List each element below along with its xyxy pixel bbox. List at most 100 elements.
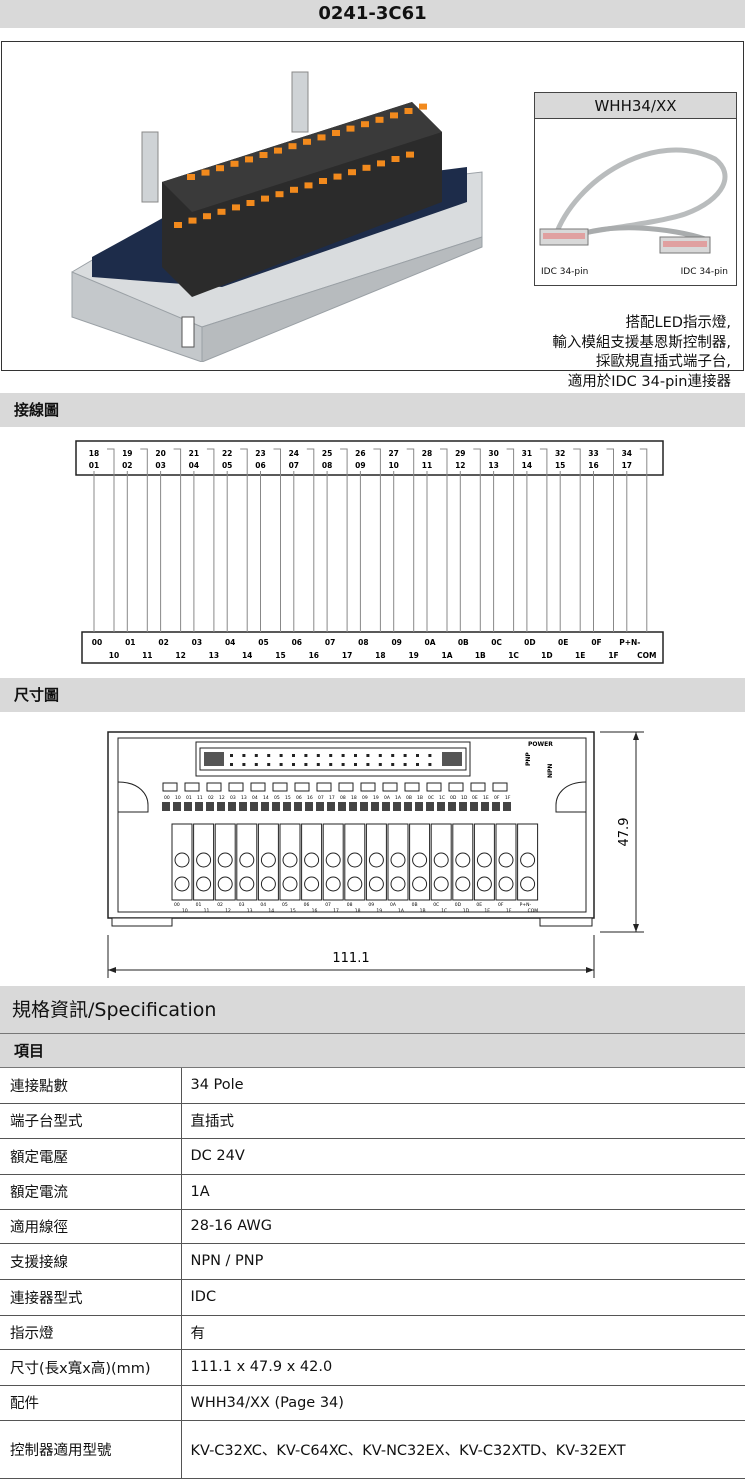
wiring-top-pin-label: 14 <box>522 461 532 470</box>
pin-dot <box>316 763 320 766</box>
spec-value: 34 Pole <box>181 1068 745 1104</box>
terminal-screw-icon <box>455 876 471 892</box>
orange-lever-icon <box>261 195 269 202</box>
led-pair-box <box>470 782 486 792</box>
wire-line <box>206 448 215 477</box>
terminal-screw-icon <box>368 852 384 868</box>
wiring-bottom-pin-label: 02 <box>158 638 168 647</box>
led-label: 12 <box>219 795 225 801</box>
led-pair-box <box>448 782 464 792</box>
pin-dot <box>242 763 246 766</box>
terminal-screw-icon <box>217 876 233 892</box>
terminal-label: 1A <box>398 908 405 914</box>
terminal-label: 01 <box>196 902 202 908</box>
pin-dot <box>230 763 233 766</box>
led-pair-box <box>338 782 354 792</box>
description-line: 適用於IDC 34-pin連接器 <box>567 373 731 390</box>
led-label: 1F <box>505 795 511 801</box>
orange-lever-icon <box>406 151 414 158</box>
led-label: 02 <box>208 795 214 801</box>
wiring-bottom-pin-label: 15 <box>275 651 285 660</box>
terminal-screw-icon <box>174 876 190 892</box>
spec-key: 支援接線 <box>0 1243 182 1280</box>
led-icon <box>492 802 500 811</box>
height-dimension-label: 47.9 <box>617 818 632 847</box>
wiring-bottom-pin-label: 1F <box>608 651 618 660</box>
spec-value: KV-C32XC、KV-C64XC、KV-NC32EX、KV-C32XTD、KV… <box>181 1420 745 1479</box>
wiring-top-pin-label: 25 <box>322 449 332 458</box>
led-label: 06 <box>296 795 302 801</box>
spec-key: 配件 <box>0 1385 182 1421</box>
wiring-bottom-pin-label: 09 <box>391 638 401 647</box>
terminal-label: 03 <box>239 902 245 908</box>
led-icon <box>404 802 412 811</box>
led-label: 04 <box>252 795 258 801</box>
orange-lever-icon <box>230 160 239 167</box>
terminal-screw-icon <box>282 852 298 868</box>
wiring-top-pin-label: 13 <box>488 461 498 470</box>
led-label: 0F <box>494 795 500 801</box>
led-icon <box>250 802 258 811</box>
table-row: 指示燈有 <box>0 1315 745 1350</box>
led-icon <box>217 802 225 811</box>
wire-line <box>306 448 315 477</box>
spec-items-label: 項目 <box>0 1034 745 1068</box>
terminal-screw-icon <box>304 852 320 868</box>
terminal-label: P+N- <box>520 902 532 908</box>
led-label: 00 <box>164 795 170 801</box>
wire-line <box>240 448 248 477</box>
wiring-bottom-pin-label: 1C <box>508 651 519 660</box>
terminal-screw-icon <box>412 876 428 892</box>
orange-lever-icon <box>348 169 356 176</box>
terminal-label: 14 <box>268 908 274 914</box>
orange-lever-icon <box>274 147 282 154</box>
orange-lever-icon <box>203 213 211 220</box>
terminal-label: 17 <box>333 908 339 914</box>
led-icon <box>327 802 335 811</box>
terminal-screw-icon <box>239 852 255 868</box>
orange-lever-icon <box>391 156 400 162</box>
orange-lever-icon <box>259 152 268 158</box>
wiring-top-pin-label: 31 <box>522 449 532 458</box>
wire-line <box>539 448 548 477</box>
orange-lever-icon <box>333 173 342 180</box>
wiring-top-pin-label: 10 <box>388 461 398 470</box>
terminal-screw-icon <box>390 876 406 892</box>
terminal-label: 08 <box>347 902 353 908</box>
table-row: 端子台型式直插式 <box>0 1103 745 1139</box>
wiring-top-pin-label: 03 <box>155 461 165 470</box>
led-icon <box>206 802 214 811</box>
orange-lever-icon <box>216 165 224 172</box>
led-label: 1C <box>439 795 445 801</box>
led-pair-box <box>492 782 508 792</box>
wiring-bottom-pin-label: 06 <box>292 638 302 647</box>
led-pair-box <box>162 782 178 792</box>
led-icon <box>195 802 203 811</box>
led-icon <box>349 802 357 811</box>
pin-dot <box>329 763 333 766</box>
wiring-top-pin-label: 27 <box>388 449 398 458</box>
wiring-top-pin-label: 09 <box>355 461 365 470</box>
terminal-screw-icon <box>455 852 471 868</box>
wiring-top-pin-label: 08 <box>322 461 332 470</box>
terminal-screw-icon <box>325 876 341 892</box>
led-label: 05 <box>274 795 280 801</box>
npn-label: NPN <box>547 764 554 778</box>
terminal-screw-icon <box>476 876 492 892</box>
cable-image <box>539 147 728 254</box>
wiring-bottom-pin-label: 04 <box>225 638 235 647</box>
terminal-screw-icon <box>282 876 298 892</box>
terminal-label: 13 <box>247 908 253 914</box>
terminal-label: 0F <box>498 902 504 908</box>
wiring-bottom-pin-label: 0E <box>558 638 568 647</box>
led-pair-box <box>404 782 420 792</box>
pin-dot <box>242 754 246 757</box>
terminal-label: 06 <box>304 902 310 908</box>
wire-line <box>473 448 481 477</box>
product-panel: WHH34/XX IDC 34-pin IDC 34-pin 搭配LED指示燈,… <box>1 41 744 390</box>
pin-dot <box>366 763 370 766</box>
terminal-label: 1F <box>506 908 512 914</box>
wire-line <box>573 448 581 477</box>
